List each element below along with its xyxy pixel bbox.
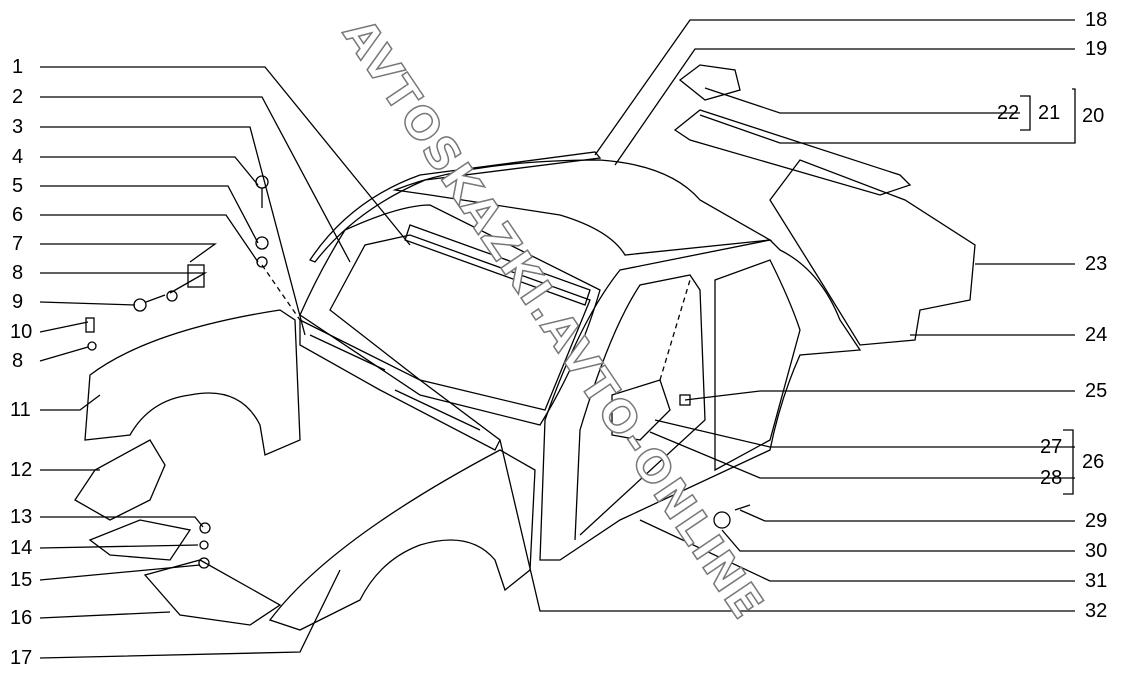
callout-24: 24 [1085, 324, 1108, 346]
callout-16: 16 [10, 607, 33, 629]
callout-1: 1 [12, 56, 24, 78]
callout-13: 13 [10, 506, 33, 528]
callout-29: 29 [1085, 510, 1108, 532]
callout-12: 12 [10, 459, 33, 481]
callout-23: 23 [1085, 253, 1108, 275]
callout-27: 27 [1040, 436, 1063, 458]
callout-11: 11 [10, 399, 31, 421]
callout-3: 3 [12, 116, 24, 138]
callout-14: 14 [10, 537, 33, 559]
leader-lines-left [39, 66, 411, 659]
callout-6: 6 [12, 204, 24, 226]
leader-lines-right [499, 19, 1076, 612]
callout-19: 19 [1085, 38, 1108, 60]
callout-7: 7 [12, 233, 24, 255]
callout-9: 9 [12, 291, 24, 313]
callout-4: 4 [12, 146, 24, 168]
callout-8: 8 [12, 262, 24, 284]
callout-31: 31 [1085, 570, 1108, 592]
front-fender-main [268, 449, 536, 631]
callout-15: 15 [10, 569, 33, 591]
callout-2: 2 [12, 86, 24, 108]
rear-quarter-panel [673, 64, 976, 346]
callout-8b: 8 [12, 350, 24, 372]
callout-32: 32 [1085, 600, 1108, 622]
callout-21: 21 [1038, 102, 1061, 124]
body-side-frame [539, 239, 862, 561]
callout-10: 10 [10, 321, 33, 343]
cowl-panel [299, 318, 501, 451]
callout-26: 26 [1082, 451, 1105, 473]
callout-22: 22 [997, 102, 1020, 124]
callout-5: 5 [12, 175, 24, 197]
dashed-assembly-lines [261, 264, 691, 381]
callout-20: 20 [1082, 105, 1105, 127]
splash-shields [74, 439, 282, 626]
callout-17: 17 [10, 647, 33, 669]
front-fender-left [84, 309, 301, 456]
fasteners [85, 175, 751, 569]
callout-18: 18 [1085, 9, 1108, 31]
callout-30: 30 [1085, 540, 1108, 562]
callout-28: 28 [1040, 467, 1063, 489]
callout-25: 25 [1085, 380, 1108, 402]
roof-panel [309, 151, 773, 263]
